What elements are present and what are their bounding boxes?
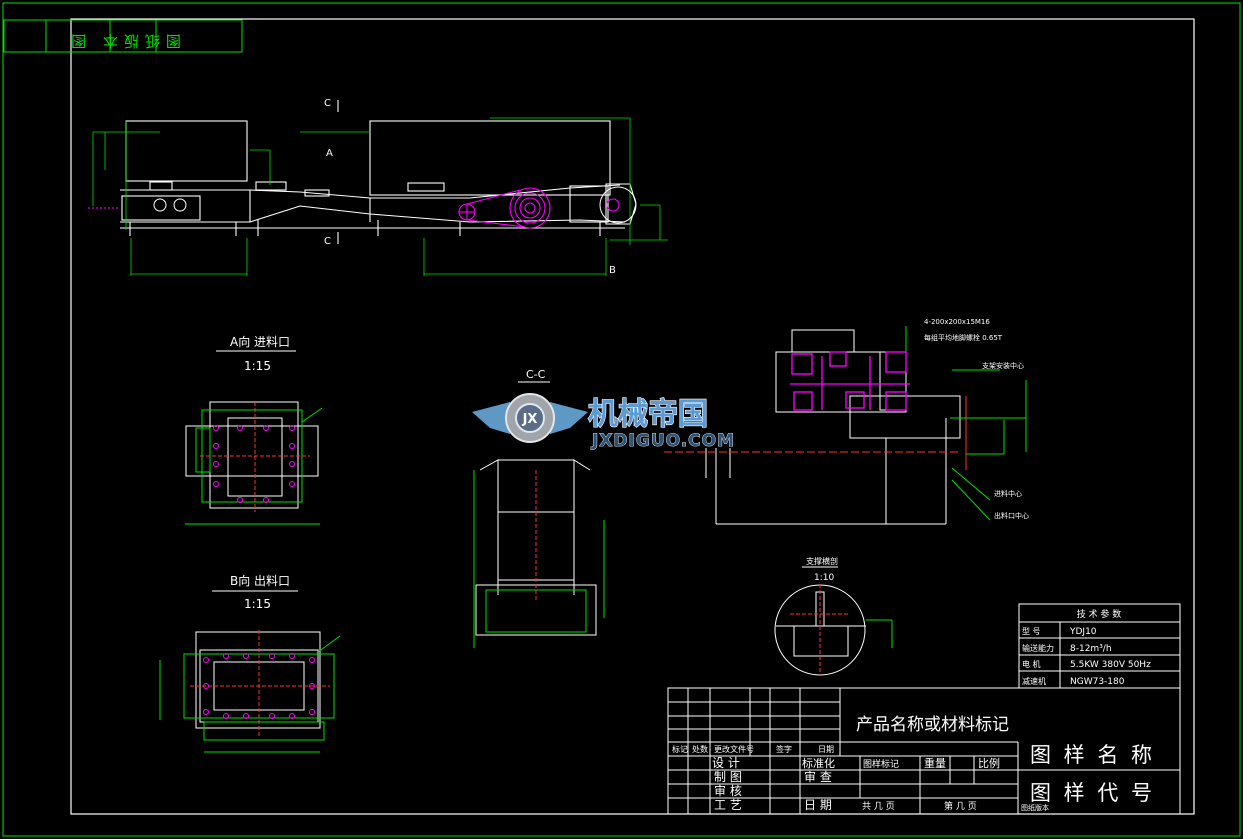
a-view-title: A向 进料口 xyxy=(230,334,290,349)
date-label: 日 期 xyxy=(804,798,832,812)
review-label: 审 查 xyxy=(804,769,832,784)
direction-mark-b: B xyxy=(609,265,616,276)
support-view-title: 支撑横剖 xyxy=(806,556,838,566)
corner-stamp: 图纸版本 图 xyxy=(3,19,243,53)
stamp-label: 图纸版本 xyxy=(1021,803,1049,812)
bolt-note: 4-200x200x15M16 xyxy=(924,318,990,326)
tech-param-label: 型 号 xyxy=(1022,627,1041,636)
anchor-note: 每组平均地脚螺栓 0.65T xyxy=(924,333,1003,342)
section-mark-top: C xyxy=(324,98,331,109)
watermark-logo-text: JX xyxy=(522,412,538,427)
design-label: 设 计 xyxy=(712,756,740,770)
hdr-sign: 签字 xyxy=(776,744,792,754)
hdr-date: 日期 xyxy=(818,745,834,754)
page-no-label: 第 几 页 xyxy=(944,800,977,812)
tech-param-label: 电 机 xyxy=(1022,659,1041,669)
drawing-mark-label: 图样标记 xyxy=(863,758,899,770)
hdr-count: 处数 xyxy=(692,744,708,754)
corner-stamp-text: 图纸版本 图 xyxy=(65,32,181,50)
support-section-drawing xyxy=(774,584,893,676)
total-pages-label: 共 几 页 xyxy=(862,801,895,812)
axis-note-support: 支架安装中心 xyxy=(982,361,1024,370)
drive-housing xyxy=(369,120,611,196)
hdr-mark: 标记 xyxy=(672,744,688,754)
cc-section-drawing xyxy=(473,459,605,648)
watermark-name: 机械帝国 xyxy=(588,397,708,432)
tech-params-table xyxy=(1018,603,1181,689)
tech-param-value: 8-12m³/h xyxy=(1070,644,1112,654)
plan-view-bolts xyxy=(790,351,910,411)
check-label: 审 核 xyxy=(714,783,742,798)
tech-param-value: NGW73-180 xyxy=(1070,677,1125,687)
b-view-title: B向 出料口 xyxy=(230,573,290,588)
product-name: 产品名称或材料标记 xyxy=(856,715,1009,735)
axis-note-feed: 进料中心 xyxy=(994,489,1022,498)
weight-label: 重量 xyxy=(924,756,946,770)
cc-view-title: C-C xyxy=(526,368,546,381)
b-view-scale: 1:15 xyxy=(244,597,271,611)
axis-note-outlet: 出料口中心 xyxy=(994,511,1029,520)
a-view-scale: 1:15 xyxy=(244,359,271,373)
tech-param-value: YDJ10 xyxy=(1069,627,1097,637)
inner-border xyxy=(70,18,1195,815)
site-watermark: JX 机械帝国 JXDIGUO.COM xyxy=(472,393,735,451)
a-view-inlet-drawing xyxy=(185,401,323,525)
craft-label: 工 艺 xyxy=(714,798,742,812)
direction-mark-a: A xyxy=(326,148,333,159)
drawing-name: 图 样 名 称 xyxy=(1030,743,1155,767)
tech-param-label: 输送能力 xyxy=(1022,643,1054,653)
hdr-doc: 更改文件号 xyxy=(714,744,754,754)
section-mark-bottom: C xyxy=(324,236,331,247)
support-view-scale: 1:10 xyxy=(814,573,834,583)
drawing-code: 图 样 代 号 xyxy=(1030,781,1155,805)
tech-param-label: 减速机 xyxy=(1022,676,1046,686)
b-view-outlet-drawing xyxy=(159,630,341,753)
title-block xyxy=(667,687,1181,815)
plan-view-drawing xyxy=(664,326,1027,525)
ratio-label: 比例 xyxy=(978,756,1000,770)
draft-label: 制 图 xyxy=(714,770,742,784)
watermark-url: JXDIGUO.COM xyxy=(591,431,735,451)
standardize-label: 标准化 xyxy=(802,756,835,770)
tech-params-rows: 型 号 YDJ10 输送能力 8-12m³/h 电 机 5.5KW 380V 50Hz 减速… xyxy=(1022,627,1151,687)
tech-params-title: 技 术 参 数 xyxy=(1077,608,1122,620)
tech-param-value: 5.5KW 380V 50Hz xyxy=(1070,660,1151,670)
main-elevation-view xyxy=(88,100,668,276)
feed-hopper xyxy=(125,120,248,182)
